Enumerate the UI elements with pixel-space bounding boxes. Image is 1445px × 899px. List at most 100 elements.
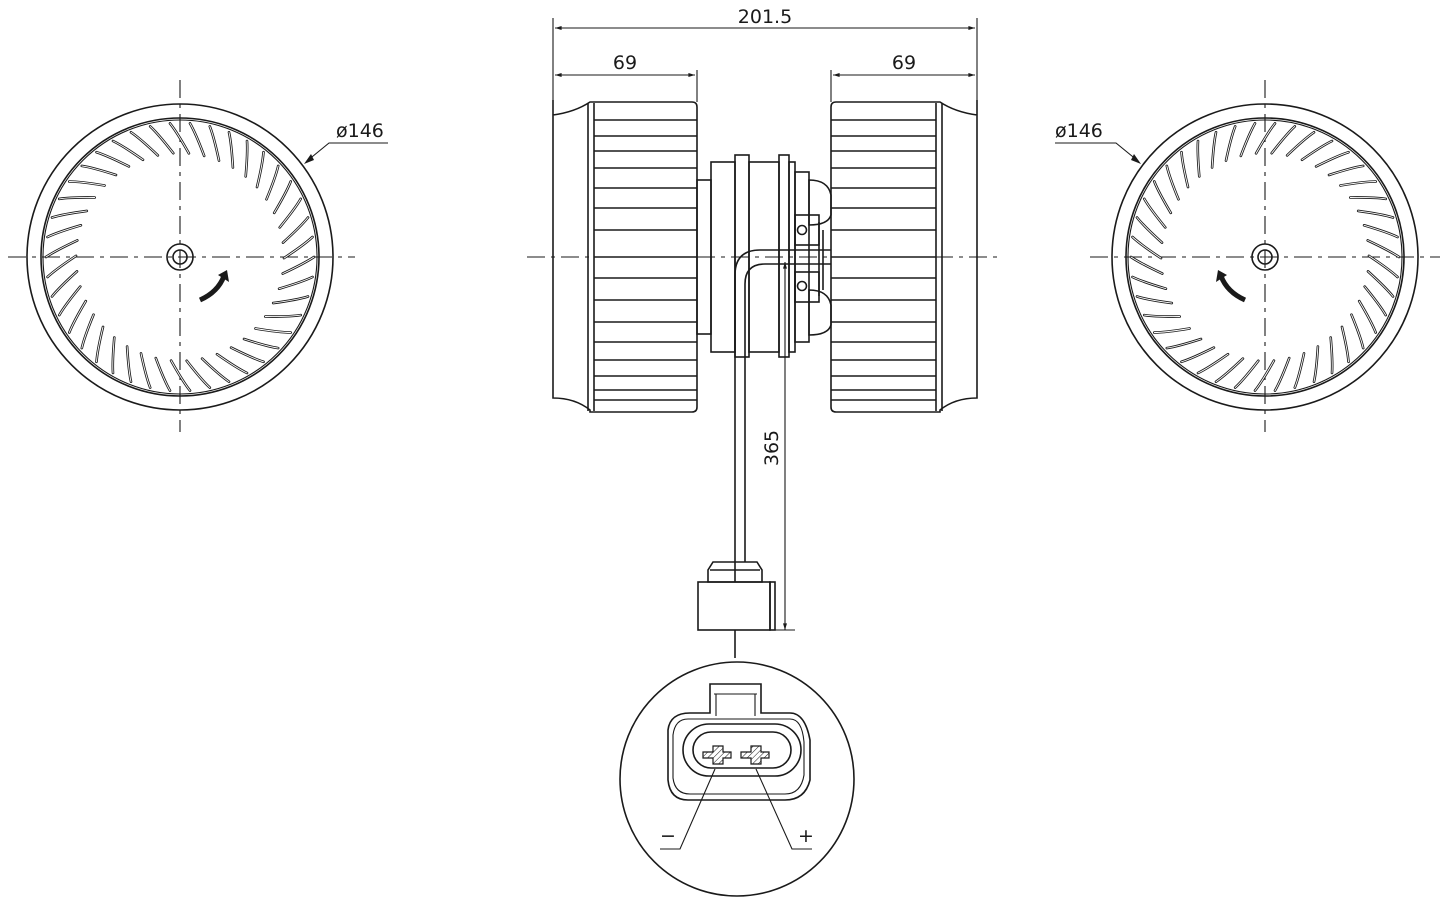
fan-blade	[255, 328, 292, 333]
fan-blade	[266, 165, 279, 200]
fan-blade	[1166, 338, 1202, 349]
fan-blade	[1364, 286, 1387, 316]
fan-blade	[1132, 276, 1167, 290]
right-blower-wheel	[830, 100, 978, 413]
fan-blade	[81, 165, 117, 176]
diameter-label: ø146	[1055, 120, 1103, 142]
rotation-arrow-icon	[198, 275, 227, 303]
fan-blades	[44, 122, 316, 392]
fan-blade	[170, 360, 191, 392]
fan-blade	[1330, 337, 1333, 374]
fan-blade	[1254, 360, 1275, 392]
rotation-arrow-icon	[1218, 275, 1247, 303]
fan-blade	[1301, 140, 1333, 161]
fan-blade	[58, 286, 81, 316]
fan-blade	[1215, 358, 1244, 383]
fan-blade	[112, 140, 144, 161]
fan-blade	[1340, 181, 1377, 186]
fan-blade	[1363, 224, 1398, 238]
fan-blade	[1286, 131, 1315, 156]
fan-blade	[1315, 151, 1349, 167]
fan-blade	[283, 236, 313, 259]
fan-blade	[1368, 255, 1398, 278]
fan-blade	[272, 296, 309, 304]
fan-blade	[126, 346, 132, 383]
connector-plug	[697, 561, 776, 658]
hub-outer	[166, 243, 194, 271]
fan-blade	[1166, 165, 1179, 200]
inner-rim	[40, 117, 320, 397]
fan-blade	[1136, 217, 1163, 244]
negative-leader	[660, 768, 716, 850]
fan-blade	[140, 352, 151, 389]
fan-blade	[1197, 353, 1229, 374]
positive-leader	[755, 768, 812, 850]
fan-blade	[1225, 125, 1236, 162]
fan-blade	[230, 347, 264, 363]
fan-blade	[96, 326, 104, 363]
fan-blade	[278, 276, 313, 290]
fan-blade	[51, 270, 78, 297]
detail-circle	[619, 661, 855, 897]
fan-blade	[282, 256, 315, 275]
fan-blade	[256, 151, 264, 188]
fan-blade	[209, 125, 220, 162]
right-fan-end-view: ø146	[1055, 80, 1440, 432]
fan-blade	[1349, 197, 1387, 200]
fan-blade	[1143, 314, 1181, 317]
fan-blade	[216, 353, 248, 374]
negative-terminal-label: −	[660, 825, 676, 847]
fan-blade	[1143, 198, 1166, 228]
fan-blade	[1351, 314, 1364, 349]
fan-blade	[68, 181, 105, 186]
fan-blade	[1367, 270, 1394, 297]
positive-terminal-label: +	[798, 825, 814, 847]
diameter-leader	[306, 142, 388, 162]
fan-blade	[68, 300, 87, 333]
fan-blade	[149, 125, 174, 154]
diameter-leader	[1055, 142, 1139, 162]
overall-length-label: 201.5	[738, 6, 792, 28]
fan-blade	[279, 198, 302, 228]
fan-blade	[47, 224, 82, 238]
fan-blade	[1357, 210, 1394, 218]
fan-blade	[1136, 296, 1173, 304]
fan-blade	[228, 131, 234, 168]
fan-blade	[1328, 165, 1364, 176]
right-wheel-width-label: 69	[892, 52, 916, 74]
fan-blade	[1294, 352, 1305, 389]
cable-length-label: 365	[761, 430, 783, 466]
connector-socket	[682, 723, 802, 777]
hub-outer	[1251, 243, 1279, 271]
fan-blade	[112, 337, 115, 374]
fan-blade	[58, 197, 96, 200]
diameter-label: ø146	[336, 120, 384, 142]
inner-rim	[1125, 117, 1405, 397]
negative-pin	[702, 745, 732, 765]
fan-blade	[155, 357, 171, 392]
motor-body	[696, 154, 832, 358]
fan-blade	[201, 358, 230, 383]
left-fan-end-view: ø146	[8, 80, 388, 432]
fan-blade	[1181, 347, 1215, 363]
fan-blade	[1274, 357, 1290, 392]
fan-blade	[1211, 131, 1217, 168]
fan-blade	[1341, 326, 1349, 363]
connector-housing	[667, 683, 811, 801]
cable	[734, 249, 831, 562]
fan-blade	[186, 360, 211, 389]
fan-blade	[45, 239, 78, 258]
positive-pin	[740, 745, 770, 765]
fan-blade	[1130, 256, 1163, 275]
fan-blade	[1153, 181, 1172, 214]
connector-detail: − +	[619, 661, 855, 897]
fan-blade	[96, 151, 130, 167]
fan-blade	[1358, 300, 1377, 333]
left-wheel-width-label: 69	[613, 52, 637, 74]
fan-blade	[51, 210, 88, 218]
fan-blade	[1367, 239, 1400, 258]
fan-blade	[1197, 140, 1200, 177]
fan-blades	[1129, 122, 1401, 392]
side-view: 201.5 69 69	[527, 6, 1000, 658]
